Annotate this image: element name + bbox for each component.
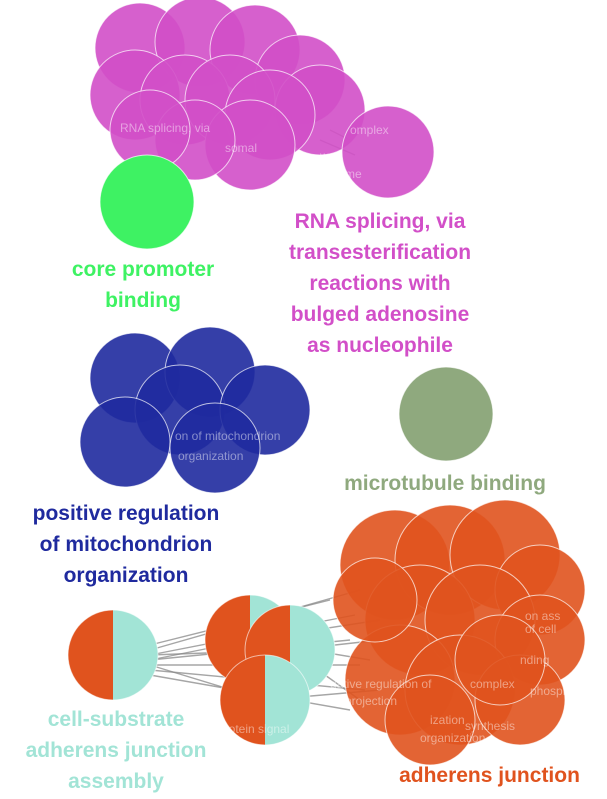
node-adherens-junction-12 <box>384 674 476 766</box>
cluster-label-rna-splicing: RNA splicing, via transesterification re… <box>288 210 472 357</box>
faint-label-adh_10: organization <box>420 731 485 745</box>
node-mitochondrion-5 <box>169 402 261 494</box>
node-mitochondrion-4 <box>79 396 171 488</box>
faint-label-adh_2: of cell <box>525 622 556 636</box>
faint-label-adh_3: nding <box>520 653 549 667</box>
node-core-promoter-binding <box>99 154 195 250</box>
node-microtubule-binding <box>398 366 494 462</box>
faint-label-rna_5: me <box>345 167 362 181</box>
faint-label-mito_3: ng <box>255 465 268 479</box>
faint-label-rna_1: RNA splicing, via <box>120 121 210 135</box>
cluster-label-core-promoter-binding: core promoter binding <box>71 258 215 312</box>
faint-label-adh_7: phosph <box>530 684 569 698</box>
faint-label-rna_3: somal <box>225 141 257 155</box>
network-nodes <box>67 0 586 766</box>
faint-label-adh_5: complex <box>470 677 515 691</box>
faint-label-adh_4: gative regulation of <box>330 677 432 691</box>
node-rna-splicing-12 <box>341 105 435 199</box>
node-adherens-junction-10 <box>332 557 418 643</box>
faint-label-adh_6: projection <box>345 694 397 708</box>
cluster-label-cell-substrate-adherens-junction-assembly: cell-substrate adherens junction assembl… <box>25 708 207 793</box>
cluster-label-mitochondrion-organization: positive regulation of mitochondrion org… <box>32 502 220 587</box>
faint-label-mito_2: organization <box>178 449 243 463</box>
faint-label-adh_1: on ass <box>525 609 560 623</box>
cluster-label-adherens-junction: adherens junction <box>399 764 580 787</box>
node-adherens-junction-11 <box>454 614 546 706</box>
faint-label-adh_8: ization <box>430 713 465 727</box>
cluster-label-microtubule-binding: microtubule binding <box>344 472 546 495</box>
faint-label-cs_1: protein signal <box>218 722 289 736</box>
faint-label-rna_2: omplex <box>350 123 389 137</box>
faint-label-mito_1: on of mitochondrion <box>175 429 280 443</box>
faint-label-adh_9: synthesis <box>465 719 515 733</box>
node-split-3 <box>219 654 311 746</box>
faint-label-rna_4: way <box>319 149 341 163</box>
node-split-0 <box>67 609 159 701</box>
